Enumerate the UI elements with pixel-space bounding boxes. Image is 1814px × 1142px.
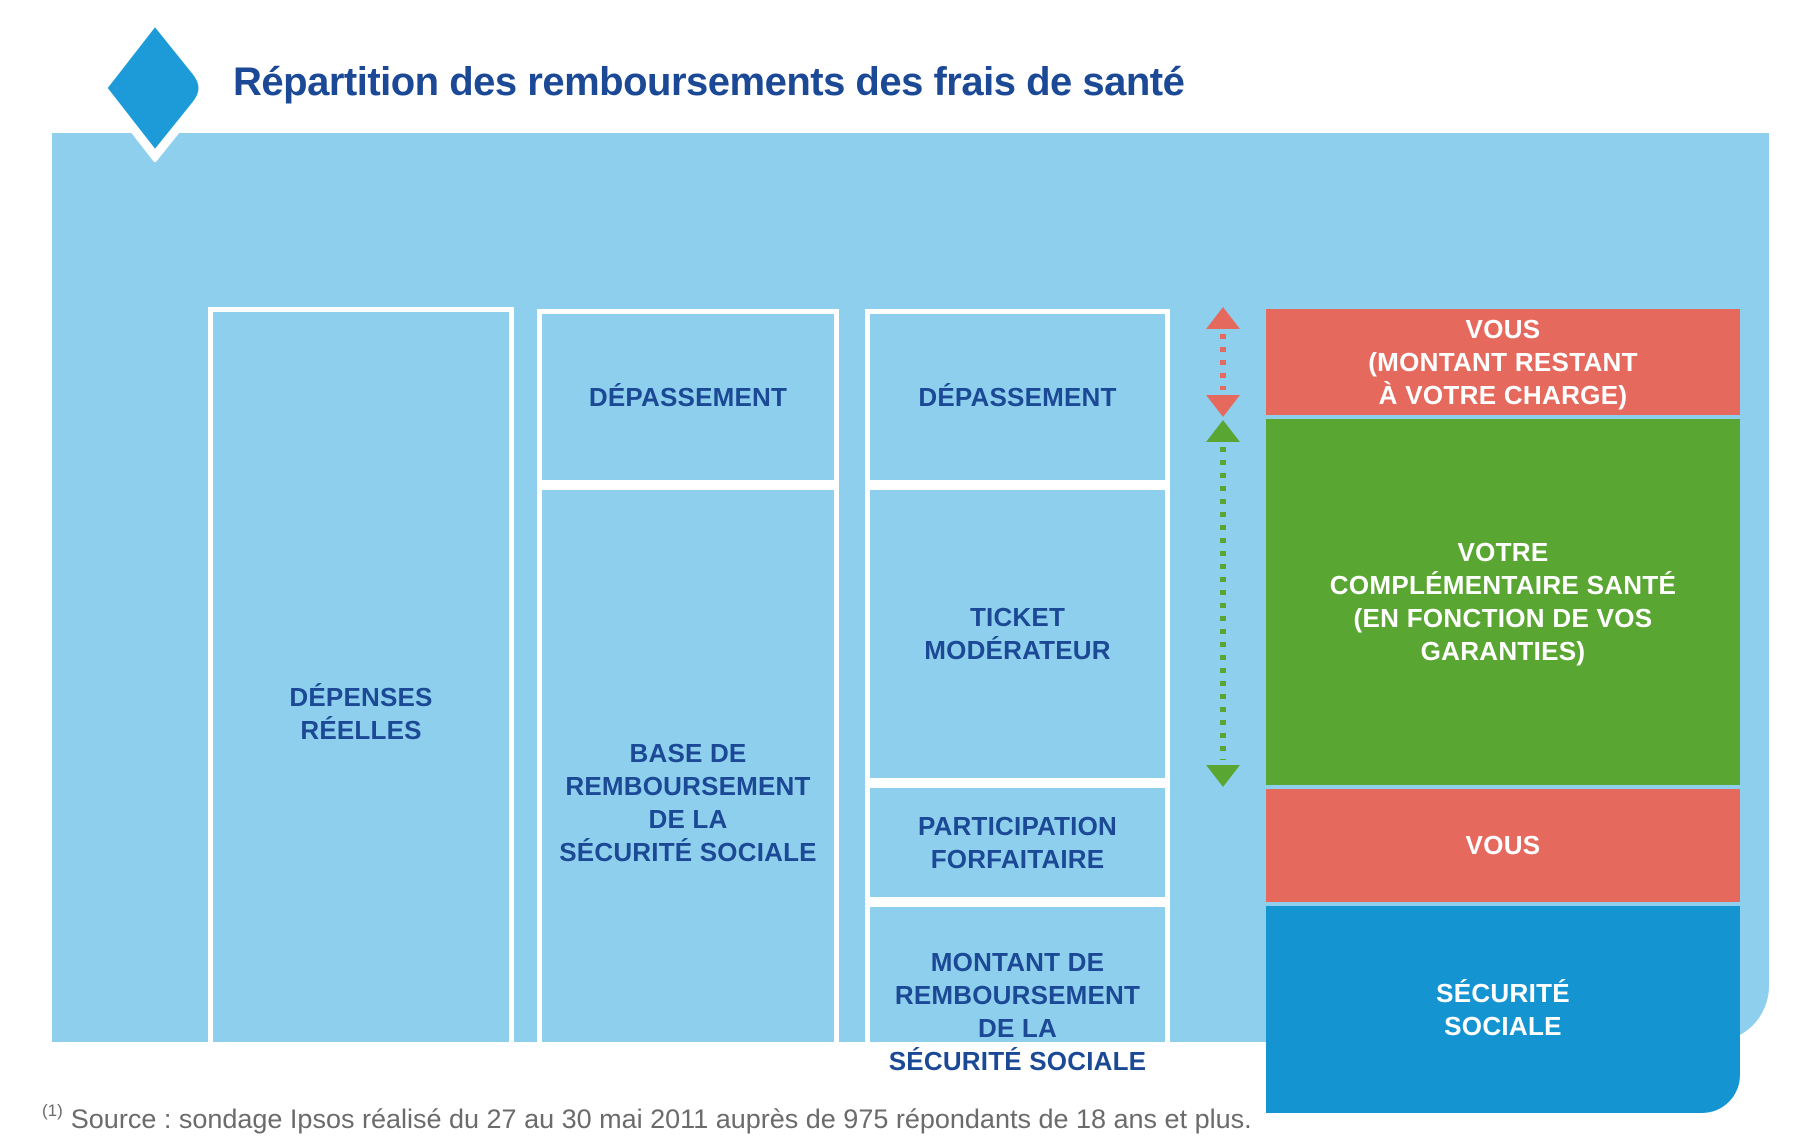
- payer-vous-participation-label: VOUS: [1465, 830, 1541, 860]
- payer-securite-sociale-label: SÉCURITÉ SOCIALE: [1436, 977, 1570, 1041]
- footnote-marker: (1): [42, 1101, 63, 1120]
- footnote-text: Source : sondage Ipsos réalisé du 27 au …: [70, 1104, 1252, 1134]
- payer-vous-reste-a-charge: VOUS (MONTANT RESTANT À VOTRE CHARGE): [1266, 309, 1740, 415]
- box-depassement-col2: DÉPASSEMENT: [537, 309, 839, 485]
- payer-complementaire-sante: VOTRE COMPLÉMENTAIRE SANTÉ (EN FONCTION …: [1266, 419, 1740, 785]
- box-participation-forfaitaire: PARTICIPATION FORFAITAIRE: [865, 783, 1170, 902]
- footnote: (1) Source : sondage Ipsos réalisé du 27 …: [42, 1094, 1252, 1136]
- payer-vous-participation: VOUS: [1266, 789, 1740, 902]
- box-depassement-col2-label: DÉPASSEMENT: [588, 381, 788, 412]
- box-base-remboursement-label: BASE DE REMBOURSEMENT DE LA SÉCURITÉ SOC…: [559, 738, 817, 867]
- box-ticket-moderateur: TICKET MODÉRATEUR: [865, 485, 1170, 783]
- payer-securite-sociale: SÉCURITÉ SOCIALE: [1266, 906, 1740, 1113]
- box-montant-remboursement-label: MONTANT DE REMBOURSEMENT DE LA SÉCURITÉ …: [888, 946, 1147, 1076]
- arrow-reste-a-charge-icon: [1206, 307, 1240, 417]
- box-base-remboursement: BASE DE REMBOURSEMENT DE LA SÉCURITÉ SOC…: [537, 485, 839, 1121]
- box-depassement-col3: DÉPASSEMENT: [865, 309, 1170, 485]
- diamond-bullet-icon: [96, 14, 208, 162]
- page-title: Répartition des remboursements des frais…: [233, 60, 1185, 104]
- diagram-panel: DÉPENSES RÉELLES DÉPASSEMENT BASE DE REM…: [52, 133, 1769, 1121]
- payer-vous-reste-a-charge-label: VOUS (MONTANT RESTANT À VOTRE CHARGE): [1368, 313, 1638, 410]
- box-montant-remboursement: MONTANT DE REMBOURSEMENT DE LA SÉCURITÉ …: [865, 902, 1170, 1121]
- payer-complementaire-sante-label: VOTRE COMPLÉMENTAIRE SANTÉ (EN FONCTION …: [1329, 537, 1677, 666]
- box-ticket-moderateur-label: TICKET MODÉRATEUR: [924, 602, 1111, 665]
- arrow-complementaire-icon: [1206, 420, 1240, 787]
- box-depenses-reelles-label: DÉPENSES RÉELLES: [289, 682, 433, 745]
- box-depassement-col3-label: DÉPASSEMENT: [918, 381, 1117, 412]
- box-participation-forfaitaire-label: PARTICIPATION FORFAITAIRE: [917, 810, 1118, 874]
- box-depenses-reelles: DÉPENSES RÉELLES: [208, 307, 514, 1121]
